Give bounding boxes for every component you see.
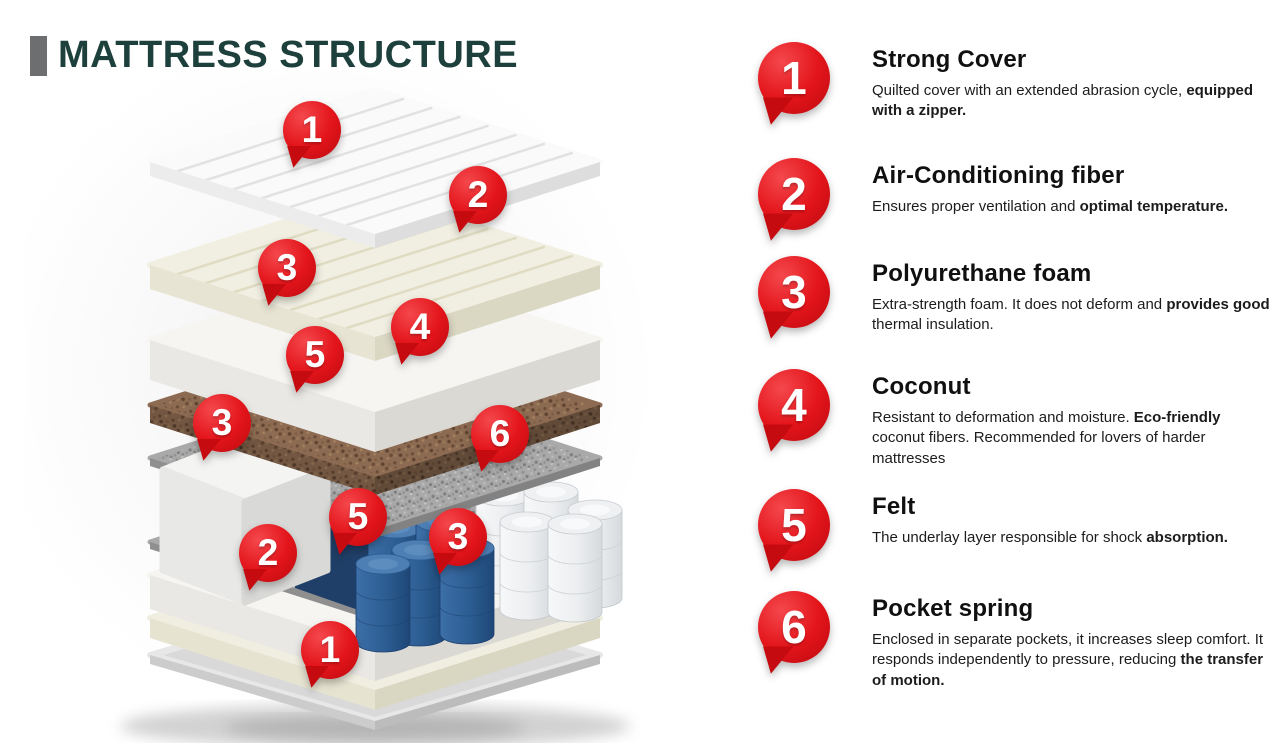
diagram-marker-3: 3: [429, 508, 487, 566]
badge-number: 6: [781, 600, 807, 653]
legend-item-2: 2 Air-Conditioning fiber Ensures proper …: [758, 158, 1272, 230]
marker-number: 3: [211, 401, 233, 444]
diagram-markers: 1 2 3 4 5 3 6 5 3 2 1: [45, 80, 675, 743]
description-segment: Quilted cover with an extended abrasion …: [872, 82, 1187, 99]
legend-text: Polyurethane foam Extra-strength foam. I…: [872, 256, 1272, 336]
diagram-marker-3: 3: [258, 239, 316, 297]
description-bold-segment: provides good: [1166, 296, 1270, 313]
description-segment: coconut fibers. Recommended for lovers o…: [872, 429, 1206, 467]
legend-item-title: Strong Cover: [872, 46, 1027, 73]
number-badge: 3: [758, 256, 830, 328]
number-badge: 1: [758, 42, 830, 114]
description-bold-segment: optimal temperature.: [1079, 198, 1229, 215]
number-badge: 6: [758, 591, 830, 663]
legend-item-6: 6 Pocket spring Enclosed in separate poc…: [758, 591, 1272, 691]
legend: 1 Strong Cover Quilted cover with an ext…: [758, 0, 1270, 743]
description-segment: Ensures proper ventilation and: [872, 198, 1080, 215]
number-badge: 2: [758, 158, 830, 230]
marker-number: 5: [304, 333, 326, 376]
legend-item-title: Air-Conditioning fiber: [872, 162, 1125, 189]
diagram-marker-6: 6: [471, 405, 529, 463]
legend-item-3: 3 Polyurethane foam Extra-strength foam.…: [758, 256, 1272, 336]
legend-text: Air-Conditioning fiber Ensures proper ve…: [872, 158, 1272, 217]
legend-item-4: 4 Coconut Resistant to deformation and m…: [758, 369, 1272, 469]
diagram-marker-1: 1: [283, 101, 341, 159]
description-bold-segment: Eco-friendly: [1133, 409, 1221, 426]
description-segment: Resistant to deformation and moisture.: [872, 409, 1134, 426]
marker-number: 5: [347, 495, 369, 538]
diagram-marker-5: 5: [286, 326, 344, 384]
number-badge: 4: [758, 369, 830, 441]
title-accent-bar: [30, 35, 47, 76]
description-bold-segment: absorption.: [1146, 529, 1228, 546]
legend-item-description: Resistant to deformation and moisture. E…: [872, 408, 1272, 469]
description-bold-segment: the transfer of motion.: [872, 651, 1264, 689]
legend-item-title: Pocket spring: [872, 595, 1034, 622]
legend-item-description: Extra-strength foam. It does not deform …: [872, 295, 1272, 336]
marker-number: 4: [409, 305, 431, 348]
legend-item-title: Coconut: [872, 373, 971, 400]
description-segment: The underlay layer responsible for shock: [872, 529, 1147, 546]
marker-number: 1: [301, 108, 323, 151]
legend-text: Coconut Resistant to deformation and moi…: [872, 369, 1272, 469]
mattress-diagram: 1 2 3 4 5 3 6 5 3 2 1: [25, 70, 685, 743]
description-segment: Enclosed in separate pockets, it increas…: [872, 631, 1264, 669]
badge-number: 3: [781, 265, 807, 318]
legend-text: Felt The underlay layer responsible for …: [872, 489, 1272, 548]
legend-item-title: Felt: [872, 493, 916, 520]
legend-item-description: Ensures proper ventilation and optimal t…: [872, 197, 1272, 217]
layer-pocket-springs: [355, 481, 623, 653]
diagram-marker-2: 2: [239, 524, 297, 582]
marker-number: 6: [489, 412, 511, 455]
marker-number: 1: [319, 628, 341, 671]
marker-number: 2: [257, 531, 279, 574]
marker-number: 3: [276, 246, 298, 289]
header: MATTRESS STRUCTURE: [30, 34, 518, 77]
legend-item-5: 5 Felt The underlay layer responsible fo…: [758, 489, 1272, 561]
description-segment: Extra-strength foam. It does not deform …: [872, 296, 1167, 313]
diagram-marker-5: 5: [329, 488, 387, 546]
legend-item-description: The underlay layer responsible for shock…: [872, 528, 1272, 548]
diagram-marker-4: 4: [391, 298, 449, 356]
description-segment: thermal insulation.: [872, 316, 994, 334]
diagram-marker-1: 1: [301, 621, 359, 679]
legend-text: Strong Cover Quilted cover with an exten…: [872, 42, 1272, 122]
badge-number: 4: [781, 378, 807, 431]
legend-item-description: Enclosed in separate pockets, it increas…: [872, 630, 1272, 691]
legend-item-1: 1 Strong Cover Quilted cover with an ext…: [758, 42, 1272, 122]
legend-item-description: Quilted cover with an extended abrasion …: [872, 81, 1272, 122]
diagram-marker-3: 3: [193, 394, 251, 452]
marker-number: 2: [467, 173, 489, 216]
page-title: MATTRESS STRUCTURE: [58, 34, 519, 76]
marker-number: 3: [447, 515, 469, 558]
diagram-marker-2: 2: [449, 166, 507, 224]
description-bold-segment: equipped with a zipper.: [872, 82, 1254, 120]
badge-number: 1: [781, 51, 807, 104]
legend-item-title: Polyurethane foam: [872, 260, 1092, 287]
legend-text: Pocket spring Enclosed in separate pocke…: [872, 591, 1272, 691]
number-badge: 5: [758, 489, 830, 561]
badge-number: 5: [781, 498, 807, 551]
badge-number: 2: [781, 167, 807, 220]
